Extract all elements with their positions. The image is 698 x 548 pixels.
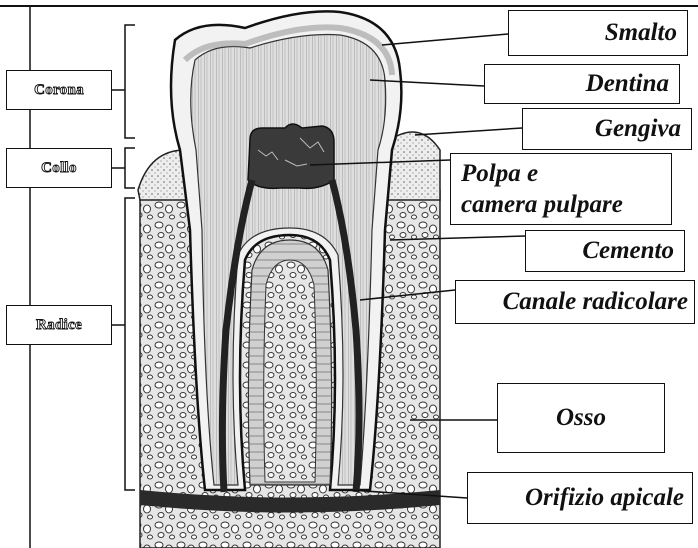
label-collo-text: Collo [41, 160, 77, 177]
label-cemento-text: Cemento [582, 237, 674, 265]
label-corona: Corona [6, 70, 112, 110]
label-canale-text: Canale radicolare [503, 288, 688, 316]
label-osso-text: Osso [556, 404, 606, 432]
label-orifizio-text: Orifizio apicale [525, 484, 684, 512]
leader-smalto [382, 34, 508, 45]
label-smalto-text: Smalto [605, 19, 677, 47]
label-radice: Radice [6, 305, 112, 345]
bracket-radice [125, 198, 135, 490]
label-dentina-text: Dentina [586, 70, 669, 98]
label-smalto: Smalto [508, 10, 688, 56]
bracket-collo [125, 148, 135, 188]
label-polpa-line2: camera pulpare [461, 189, 623, 220]
label-radice-text: Radice [36, 317, 82, 334]
inner-bone [264, 260, 317, 482]
label-polpa-line1: Polpa e [461, 158, 538, 189]
label-polpa: Polpa e camera pulpare [450, 153, 672, 225]
label-gengiva-text: Gengiva [595, 115, 681, 143]
bracket-corona [125, 25, 135, 138]
label-canale: Canale radicolare [455, 280, 695, 324]
label-dentina: Dentina [484, 64, 680, 104]
leader-gengiva [415, 128, 522, 135]
label-orifizio: Orifizio apicale [467, 472, 693, 524]
pulp-chamber [248, 124, 334, 188]
label-gengiva: Gengiva [522, 108, 692, 150]
label-cemento: Cemento [525, 230, 685, 272]
label-corona-text: Corona [34, 82, 84, 99]
label-osso: Osso [497, 383, 665, 453]
label-collo: Collo [6, 148, 112, 188]
